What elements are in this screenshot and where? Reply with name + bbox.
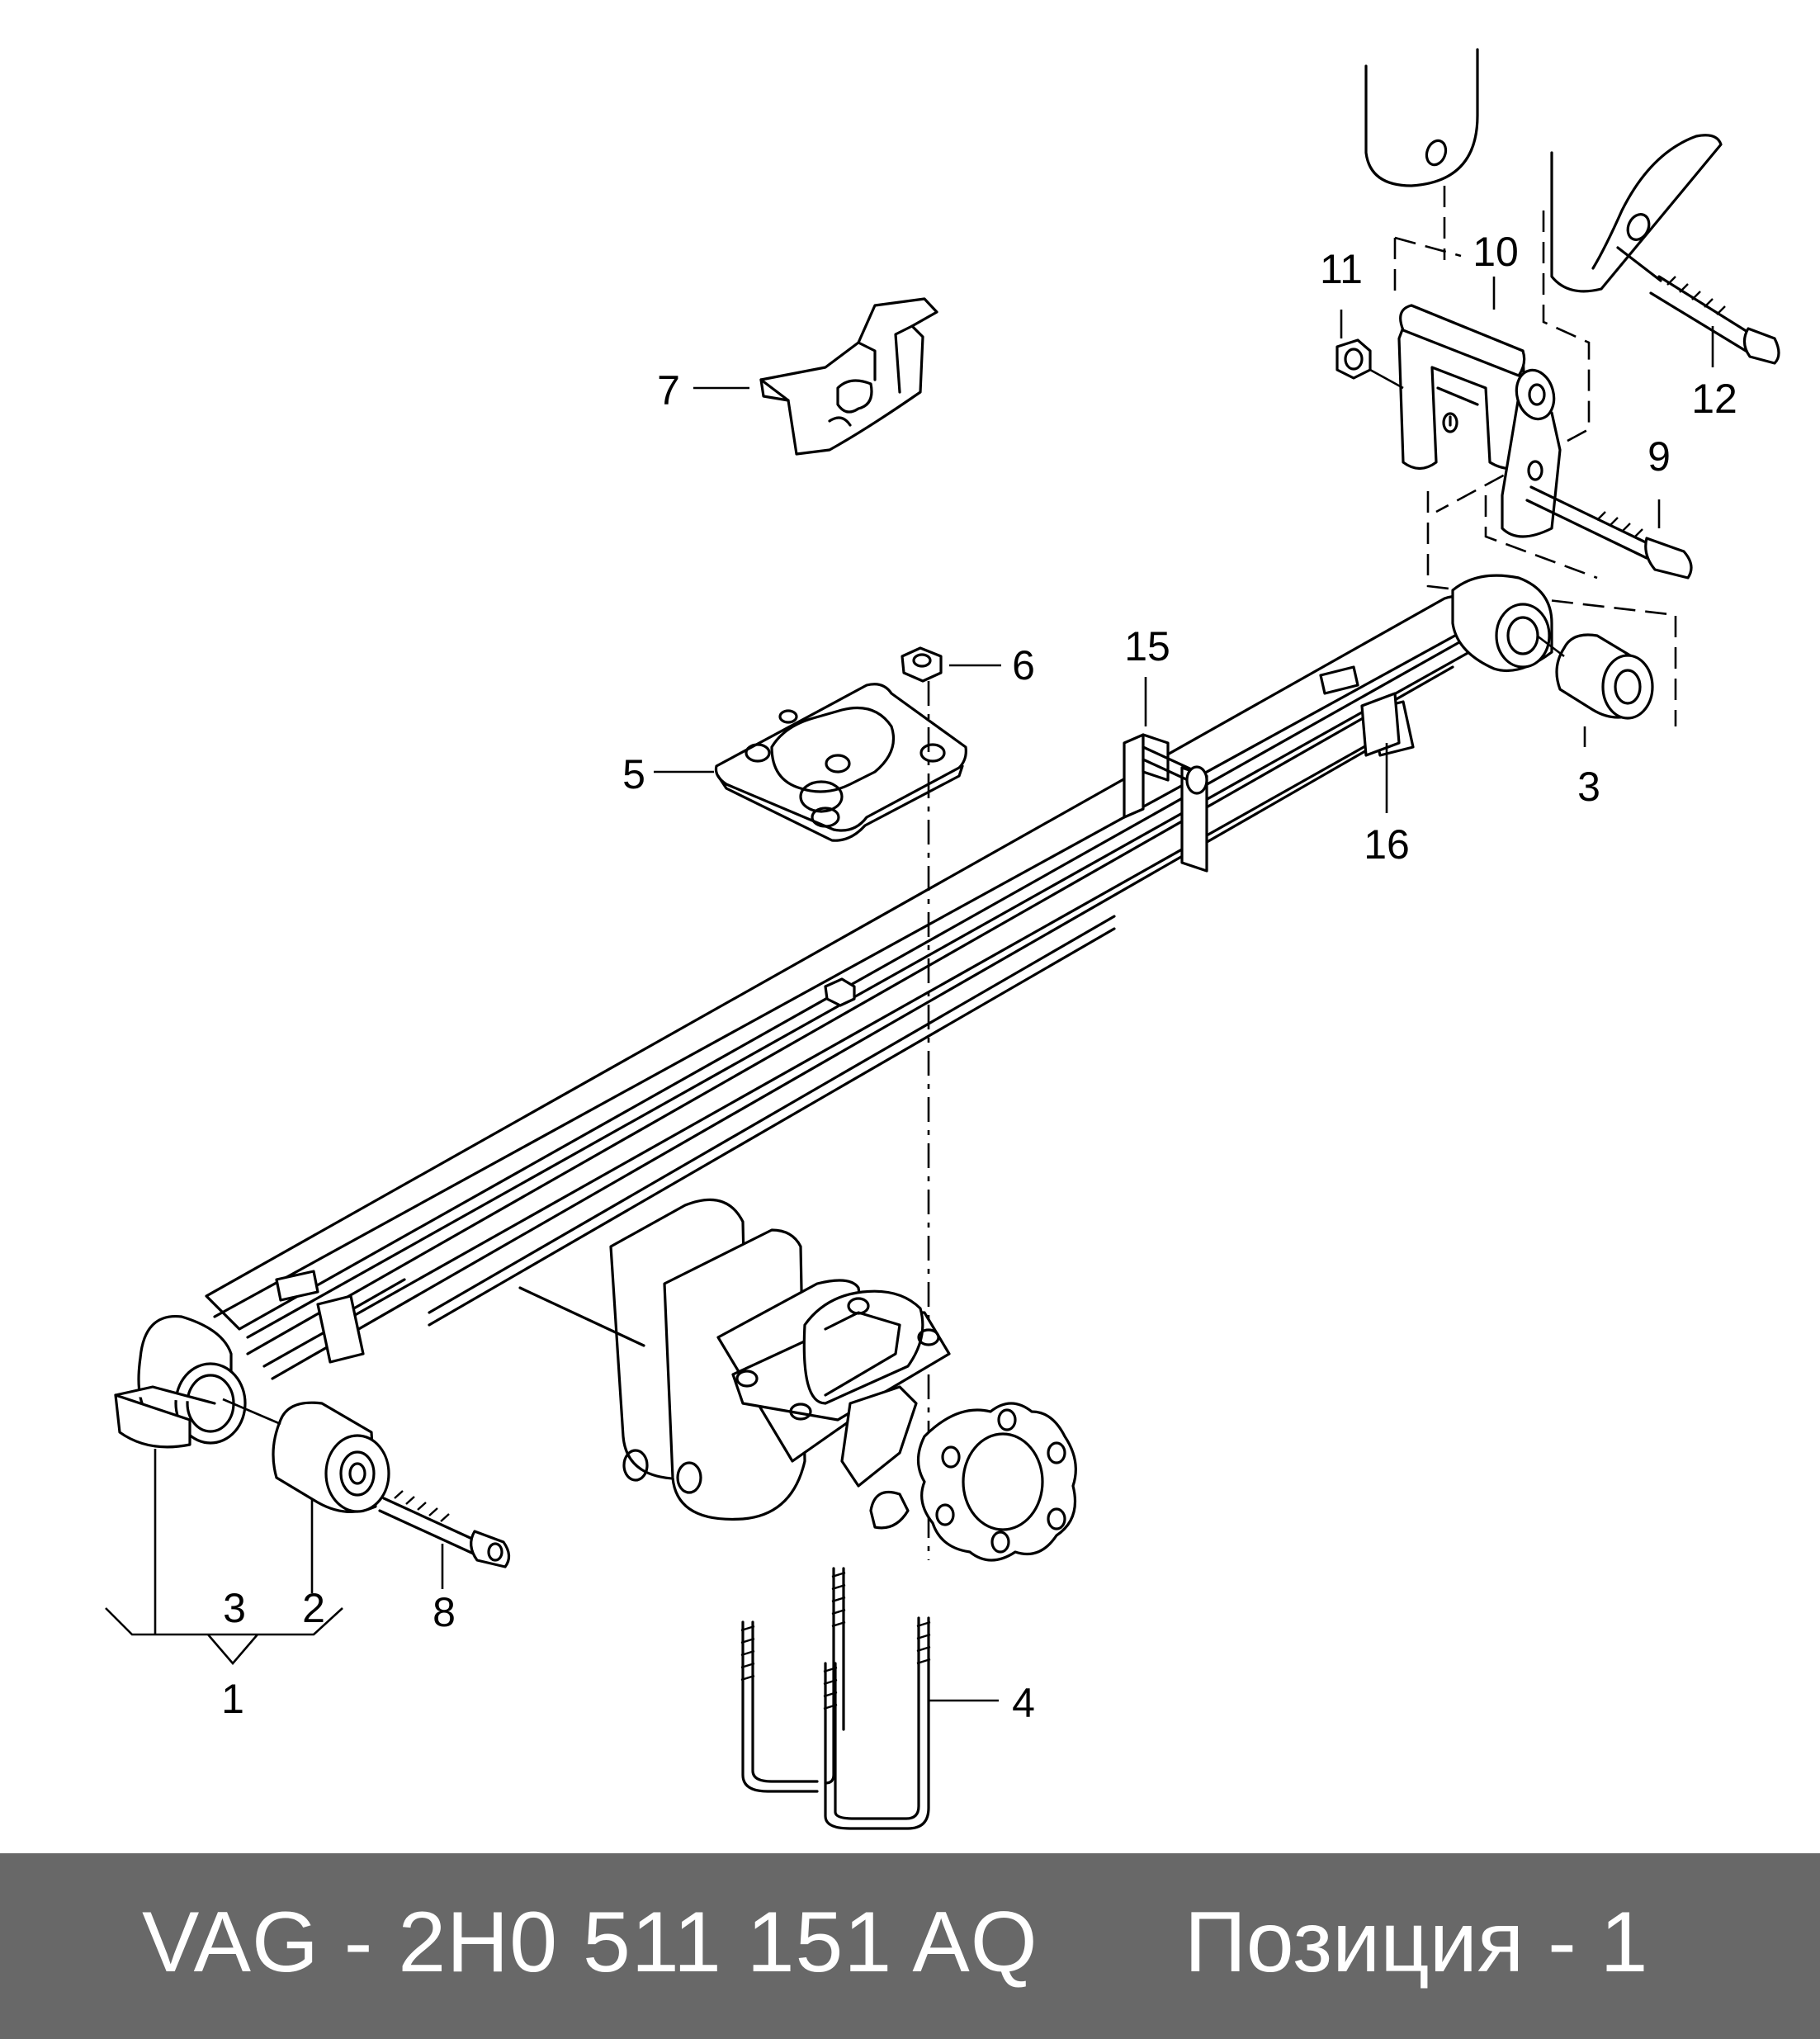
callout-2: 2 bbox=[302, 1585, 325, 1631]
callout-8: 8 bbox=[433, 1589, 456, 1635]
nut-6 bbox=[901, 646, 943, 683]
callout-12: 12 bbox=[1691, 376, 1737, 422]
callout-4: 4 bbox=[1012, 1680, 1035, 1726]
exploded-parts-diagram: 1 2 3 3 4 5 6 7 8 9 10 11 12 15 16 bbox=[105, 48, 1780, 1830]
bushing-3-right bbox=[1536, 633, 1654, 720]
callout-3-right: 3 bbox=[1577, 764, 1600, 810]
nut-11 bbox=[1335, 338, 1404, 390]
frame-member bbox=[1364, 48, 1479, 260]
clamp-16 bbox=[1360, 692, 1401, 757]
callout-1: 1 bbox=[221, 1676, 244, 1722]
leader-lines bbox=[105, 277, 1714, 1702]
callout-3-left: 3 bbox=[223, 1585, 246, 1631]
shackle bbox=[1397, 304, 1562, 538]
footer-bar: VAG - 2H0 511 151 AQ Позиция - 1 bbox=[0, 1853, 1820, 2039]
callout-16: 16 bbox=[1364, 821, 1410, 868]
bolt-8 bbox=[378, 1490, 511, 1568]
part-number: VAG - 2H0 511 151 AQ bbox=[142, 1895, 1038, 1990]
callout-6: 6 bbox=[1012, 642, 1035, 688]
callout-10: 10 bbox=[1473, 229, 1519, 275]
callout-15: 15 bbox=[1124, 623, 1170, 669]
diagram-svg: 1 2 3 3 4 5 6 7 8 9 10 11 12 15 16 bbox=[105, 48, 1780, 1830]
bushing-2 bbox=[222, 1398, 390, 1514]
axle-housing bbox=[518, 1198, 1077, 1562]
callout-11: 11 bbox=[1320, 246, 1363, 292]
callout-7: 7 bbox=[657, 367, 680, 414]
callout-5: 5 bbox=[622, 751, 645, 797]
callout-9: 9 bbox=[1647, 433, 1671, 480]
frame-plate bbox=[1550, 134, 1723, 293]
u-bolts-4 bbox=[740, 1567, 931, 1830]
bolt-9 bbox=[1525, 485, 1693, 580]
spring-pad-5 bbox=[714, 683, 967, 842]
bump-stop-bracket-7 bbox=[759, 297, 938, 456]
clamp-15 bbox=[1123, 733, 1208, 873]
position-label: Позиция - 1 bbox=[1184, 1895, 1648, 1990]
bolt-12 bbox=[1616, 246, 1780, 365]
